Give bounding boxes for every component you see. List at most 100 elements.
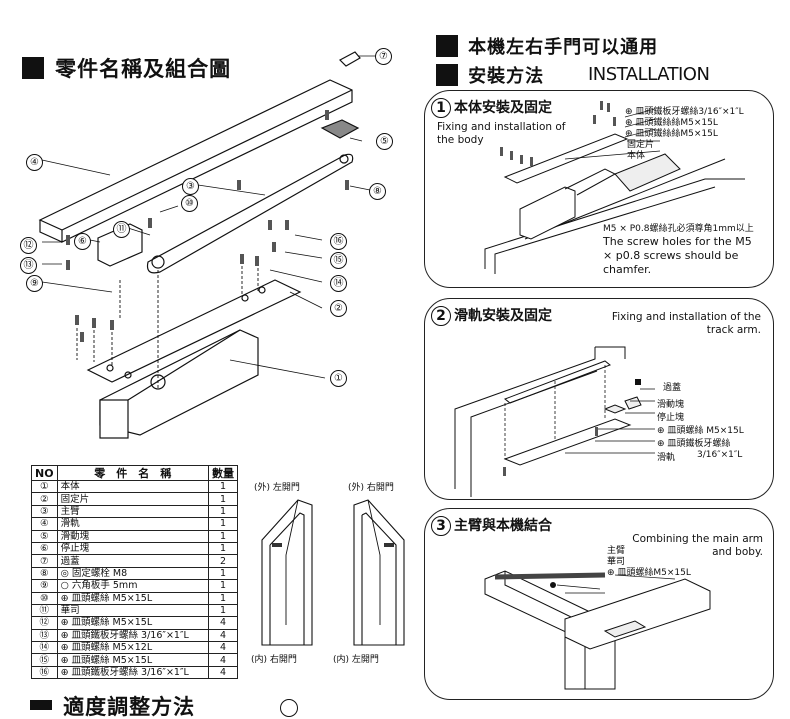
part-qty: 1 (208, 591, 238, 605)
panel2-diagram (454, 346, 655, 497)
part-name: ⊕ 皿頭螺絲 M5×12L (56, 641, 210, 655)
installation-title-en: INSTALLATION (588, 64, 710, 85)
part-no: ⑥ (31, 541, 58, 556)
callout-11: ⑪ (113, 221, 130, 238)
callout-3: ③ (182, 178, 199, 195)
callout-15: ⑮ (330, 252, 347, 269)
panel1-label-2: ⊕ 皿頭鐵絲絲M5×15L (625, 118, 718, 128)
panel1-label-5: 本体 (627, 151, 646, 161)
panel3-diagram (484, 570, 711, 690)
part-name: ⊕ 皿頭螺絲 M5×15L (56, 653, 210, 667)
part-no: ⑧ (31, 566, 58, 581)
panel2-label-3: 停止塊 (657, 413, 685, 423)
part-name: ⊕ 皿頭鐵板牙螺絲 3/16″×1″L (56, 665, 210, 680)
part-qty: 1 (208, 517, 238, 531)
part-name: 過蓋 (56, 554, 210, 568)
callout-14: ⑭ (330, 275, 347, 292)
callout-12: ⑫ (20, 237, 37, 254)
part-name: ◎ 固定螺栓 M8 (56, 566, 210, 581)
part-qty: 4 (208, 641, 238, 655)
part-qty: 1 (208, 603, 238, 618)
label-in-right: (内) 右開門 (251, 655, 297, 665)
panel3-label-3: ⊕ 皿頭螺絲M5×15L (607, 568, 691, 578)
part-qty: 2 (208, 554, 238, 568)
part-qty: 1 (208, 504, 238, 519)
part-no: ② (31, 492, 58, 506)
part-no: ① (31, 479, 58, 494)
panel1-label-4: 固定片 (627, 140, 655, 150)
part-no: ⑯ (31, 665, 58, 680)
step-number-3: 3 (431, 516, 451, 536)
callout-6: ⑥ (74, 233, 91, 250)
callout-9: ⑨ (26, 275, 43, 292)
parts-table-header: NO 零 件 名 稱 數量 (31, 465, 238, 481)
parts-section-header: 零件名稱及組合圖 (22, 53, 231, 83)
section-marker (436, 64, 458, 86)
part-name: ⊕ 皿頭螺絲 M5×15L (56, 591, 210, 605)
part-name: 主臂 (56, 504, 210, 519)
step-number-2: 2 (431, 306, 451, 326)
part-no: ⑤ (31, 529, 58, 543)
panel2-en-title: Fixing and installation of the track arm… (611, 311, 761, 336)
label-out-right: (外) 右開門 (348, 483, 394, 493)
header-no: NO (31, 465, 58, 481)
panel1-diagram (484, 101, 745, 274)
part-no: ⑩ (31, 591, 58, 605)
panel2-label-6: 3/16″×1″L (697, 450, 743, 460)
part-no: ⑮ (31, 653, 58, 667)
panel1-note-en: The screw holes for the M5 × p0.8 screws… (603, 235, 752, 276)
panel1-title: 本体安裝及固定 (454, 100, 552, 116)
panel3-label-1: 主臂 (607, 546, 626, 556)
header-qty: 數量 (208, 465, 238, 481)
panel1-label-1: ⊕ 皿頭鐵板牙螺絲3/16″×1″L (625, 107, 744, 117)
callout-2: ② (330, 300, 347, 317)
panel1-en-title: Fixing and installation of the body (437, 121, 566, 146)
part-qty: 4 (208, 653, 238, 667)
right-header-1: 本機左右手門可以通用 (436, 33, 658, 59)
panel2-label-5: ⊕ 皿頭鐵板牙螺絲 (657, 439, 731, 449)
panel2-title: 滑軌安裝及固定 (454, 308, 552, 324)
part-no: ⑫ (31, 616, 58, 630)
part-no: ⑬ (31, 628, 58, 643)
header-name: 零 件 名 稱 (56, 465, 210, 481)
callout-1: ① (330, 370, 347, 387)
part-no: ⑨ (31, 579, 58, 593)
callout-10: ⑩ (181, 195, 198, 212)
right-header-2: 安裝方法 (436, 62, 544, 88)
part-no: ③ (31, 504, 58, 519)
part-name: 停止塊 (56, 541, 210, 556)
panel2-label-7: 滑軌 (657, 453, 676, 463)
part-name: 本体 (56, 479, 210, 494)
panel1-label-3: ⊕ 皿頭鐵絲絲M5×15L (625, 129, 718, 139)
part-no: ⑭ (31, 641, 58, 655)
door-swing-diagrams (261, 499, 405, 646)
section-marker (30, 700, 52, 710)
part-no: ④ (31, 517, 58, 531)
callout-7: ⑦ (375, 48, 392, 65)
part-name: ⊕ 皿頭螺絲 M5×15L (56, 616, 210, 630)
callout-16: ⑯ (330, 233, 347, 250)
step-number-1: 1 (431, 98, 451, 118)
part-name: 滑軌 (56, 517, 210, 531)
part-qty: 4 (208, 616, 238, 630)
part-qty: 1 (208, 566, 238, 581)
right-title-2: 安裝方法 (468, 66, 545, 87)
